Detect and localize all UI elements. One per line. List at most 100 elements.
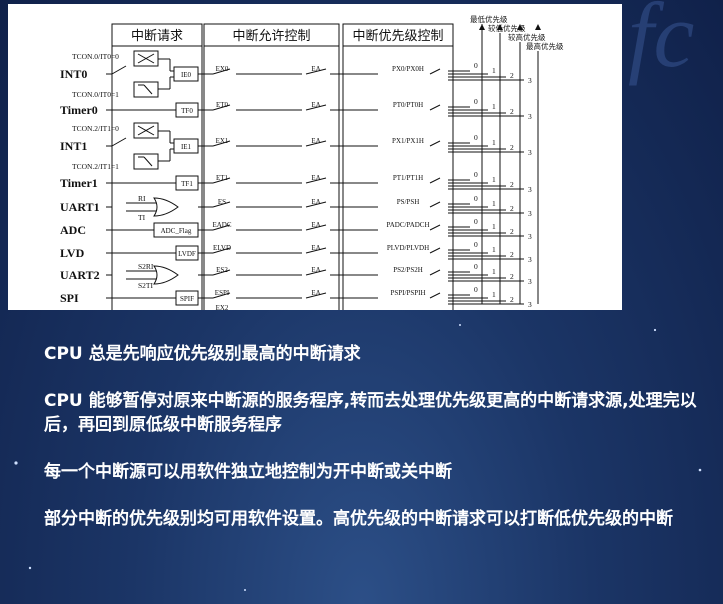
enable-switch — [212, 104, 231, 111]
flag-label: LVDF — [178, 250, 196, 258]
source-label: SPI — [60, 291, 79, 305]
enable-label: EX0 — [216, 65, 229, 73]
level-number: 3 — [528, 277, 532, 286]
priority-legend-label: 最高优先级 — [526, 41, 564, 51]
ea-switch — [305, 104, 327, 111]
priority-legend-label: 最低优先级 — [470, 14, 508, 24]
or-input-label: TI — [138, 213, 146, 222]
level-number: 2 — [510, 107, 514, 116]
level-number: 1 — [492, 245, 496, 254]
selector-switch — [111, 65, 127, 75]
priority-label: PS/PSH — [397, 198, 420, 206]
level-number: 3 — [528, 148, 532, 157]
enable-switch — [212, 177, 231, 184]
arrow-head — [497, 24, 503, 30]
level-number: 2 — [510, 71, 514, 80]
global-enable-label: EA — [311, 198, 320, 206]
level-number: 1 — [492, 222, 496, 231]
level-number: 2 — [510, 204, 514, 213]
level-number: 0 — [474, 97, 478, 106]
ea-switch — [305, 269, 327, 276]
decorative-title-glyphs: fc — [628, 0, 695, 86]
priority-label: PX1/PX1H — [392, 137, 424, 145]
source-label: ADC — [60, 223, 86, 237]
level-number: 3 — [528, 232, 532, 241]
bullet-item: 部分中断的优先级别均可用软件设置。高优先级的中断请求可以打断低优先级的中断 — [44, 509, 673, 529]
level-number: 1 — [492, 138, 496, 147]
level-number: 2 — [510, 250, 514, 259]
level-number: 0 — [474, 285, 478, 294]
mode-label: TCON.0/IT0=1 — [72, 90, 119, 99]
priority-switch — [429, 140, 441, 147]
flag-label: IE1 — [181, 143, 192, 151]
bullet-list: CPU 总是先响应优先级别最高的中断请求 CPU 能够暂停对原来中断源的服务程序… — [44, 342, 714, 554]
level-number: 0 — [474, 133, 478, 142]
source-label: LVD — [60, 246, 85, 260]
level-number: 0 — [474, 240, 478, 249]
priority-label: PX0/PX0H — [392, 65, 424, 73]
priority-switch — [429, 104, 441, 111]
ea-switch — [305, 140, 327, 147]
enable-switch — [212, 201, 231, 208]
level-number: 2 — [510, 180, 514, 189]
enable-label: EADC — [212, 221, 231, 229]
level-number: 0 — [474, 170, 478, 179]
mode-label: TCON.0/IT0=0 — [72, 52, 119, 61]
priority-label: PS2/PS2H — [393, 266, 423, 274]
enable-switch — [212, 292, 231, 299]
or-gate — [153, 197, 179, 217]
priority-legend-label: 较高优先级 — [508, 32, 546, 42]
section-title: 中断请求 — [131, 29, 183, 44]
priority-switch — [429, 177, 441, 184]
source-label: INT0 — [60, 67, 87, 81]
enable-switch — [212, 269, 231, 276]
priority-label: PT0/PT0H — [393, 101, 423, 109]
level-number: 2 — [510, 272, 514, 281]
flag-label: ADC_Flag — [161, 227, 192, 235]
level-detector — [133, 81, 159, 98]
level-number: 3 — [528, 300, 532, 309]
level-number: 3 — [528, 185, 532, 194]
global-enable-label: EA — [311, 266, 320, 274]
enable-label: ET1 — [216, 174, 229, 182]
priority-label: PSPI/PSPIH — [390, 289, 425, 297]
level-number: 1 — [492, 267, 496, 276]
level-number: 2 — [510, 295, 514, 304]
arrow-head — [535, 24, 541, 30]
or-gate — [153, 265, 179, 285]
level-number: 3 — [528, 76, 532, 85]
priority-switch — [429, 224, 441, 231]
enable-label: ELVD — [213, 244, 231, 252]
level-detector — [133, 153, 159, 170]
level-number: 1 — [492, 290, 496, 299]
or-input-label: S2RI — [138, 262, 154, 271]
level-number: 1 — [492, 175, 496, 184]
section-title: 中断优先级控制 — [352, 29, 443, 44]
partial-label: EX2 — [216, 304, 229, 310]
mode-label: TCON.2/IT1=1 — [72, 162, 119, 171]
ea-switch — [305, 224, 327, 231]
selector-switch — [111, 137, 127, 147]
source-label: UART2 — [60, 268, 100, 282]
priority-switch — [429, 201, 441, 208]
source-label: Timer0 — [60, 103, 98, 117]
priority-legend-label: 较低优先级 — [488, 23, 526, 33]
global-enable-label: EA — [311, 174, 320, 182]
enable-label: EX1 — [216, 137, 229, 145]
ea-switch — [305, 68, 327, 75]
flag-label: SPIF — [180, 295, 194, 303]
enable-switch — [212, 68, 231, 75]
flag-label: IE0 — [181, 71, 192, 79]
mode-label: TCON.2/IT1=0 — [72, 124, 119, 133]
bullet-item: 每一个中断源可以用软件独立地控制为开中断或关中断 — [44, 462, 452, 482]
bullet-item: CPU 总是先响应优先级别最高的中断请求 — [44, 344, 361, 364]
arrow-head — [517, 24, 523, 30]
enable-label: ES — [218, 198, 226, 206]
global-enable-label: EA — [311, 65, 320, 73]
ea-switch — [305, 247, 327, 254]
enable-label: ES2 — [216, 266, 228, 274]
level-number: 0 — [474, 262, 478, 271]
global-enable-label: EA — [311, 137, 320, 145]
